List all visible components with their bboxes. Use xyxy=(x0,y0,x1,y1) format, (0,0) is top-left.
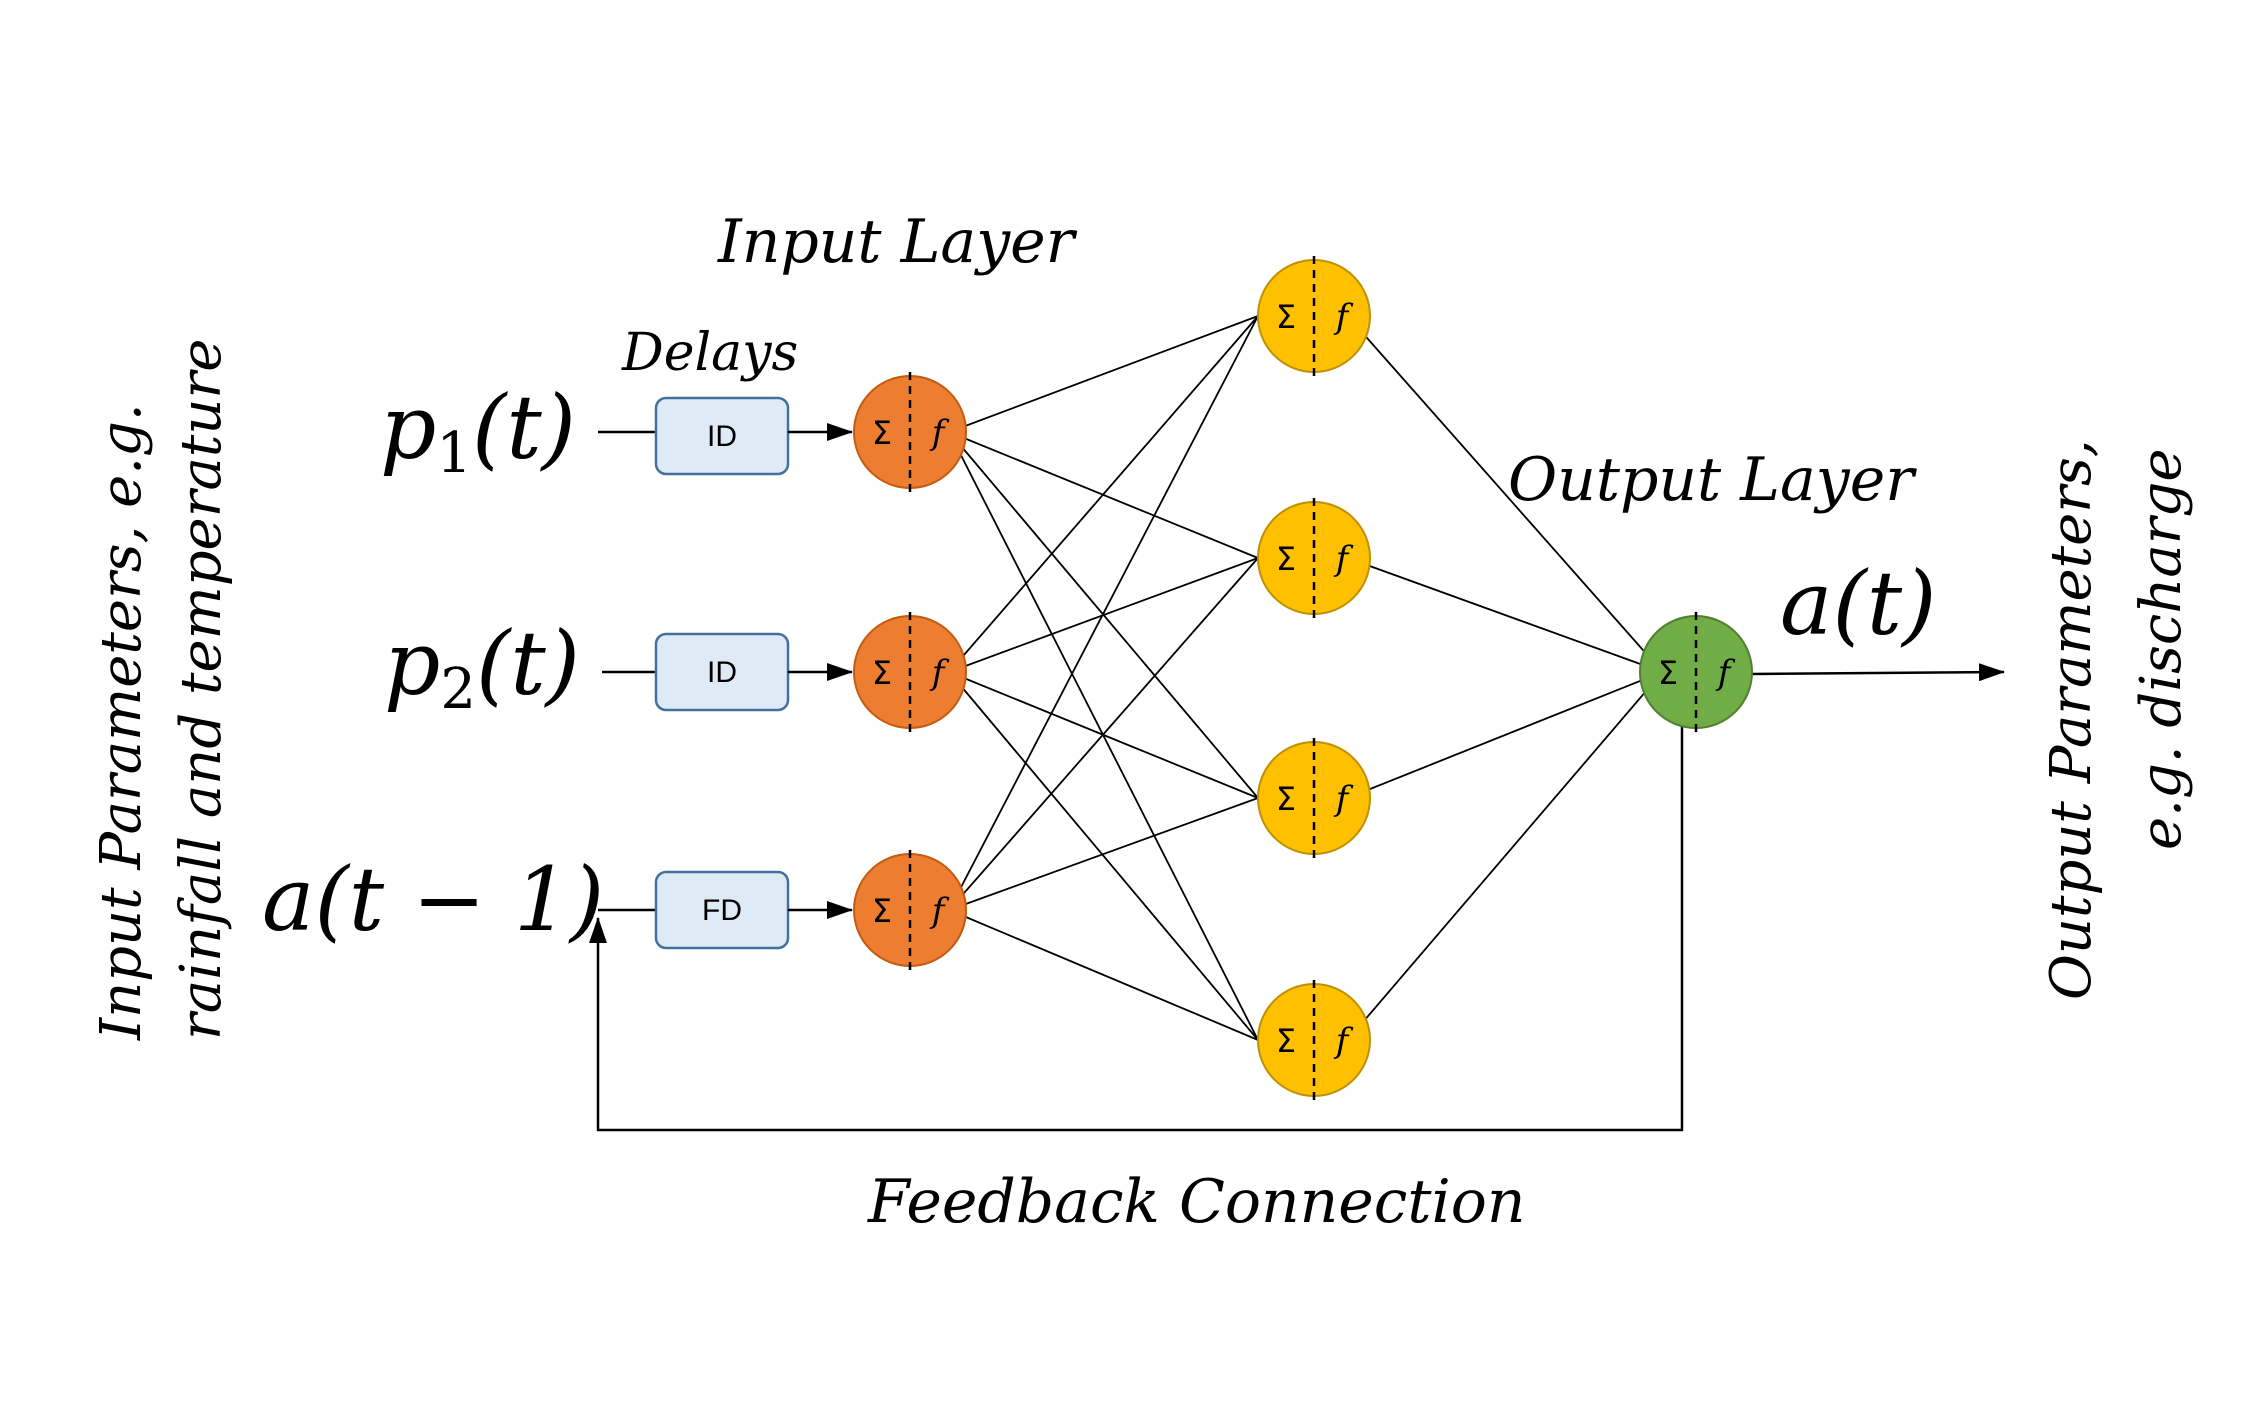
svg-text:a(t): a(t) xyxy=(1780,552,1937,655)
output-label: a(t) xyxy=(1780,552,1937,655)
input-parameters-line2: rainfall and temperature xyxy=(169,339,234,1040)
delay-box-feedback-text: FD xyxy=(702,894,742,927)
connection-hidden1-output xyxy=(1346,315,1664,673)
output-parameters-label: Output Parameters, e.g. discharge xyxy=(2039,439,2194,1000)
delay-box-p2-text: ID xyxy=(707,656,737,689)
delay-box-p1: ID xyxy=(598,396,853,476)
connection-input1-hidden1 xyxy=(948,315,1259,433)
input-feedback-name: a xyxy=(262,848,314,951)
connection-hidden3-output xyxy=(1347,671,1663,799)
svg-text:a(t − 1): a(t − 1) xyxy=(262,848,604,951)
input-node-3-sum-symbol: Σ xyxy=(872,892,892,930)
input-p2-name: p xyxy=(384,612,440,715)
input-p2-label: p2(t) xyxy=(384,612,580,722)
connection-input3-hidden4 xyxy=(948,909,1259,1041)
input-p1-name: p xyxy=(380,376,436,479)
output-arrow xyxy=(1751,663,2005,682)
input-p1-arg: (t) xyxy=(472,376,576,479)
output-layer-label: Output Layer xyxy=(1508,445,1917,515)
connection-input3-hidden3 xyxy=(948,797,1259,911)
input-node-2-sum-symbol: Σ xyxy=(872,654,892,692)
hidden-node-2-sum-symbol: Σ xyxy=(1276,540,1296,578)
connection-input2-hidden4 xyxy=(948,671,1259,1041)
output-arg: (t) xyxy=(1832,552,1936,655)
hidden-node-3-sum-symbol: Σ xyxy=(1276,780,1296,818)
input-p2-subscript: 2 xyxy=(440,657,476,722)
connection-hidden2-output xyxy=(1347,557,1663,673)
svg-text:p2(t): p2(t) xyxy=(384,612,580,722)
delay-box-feedback: FD xyxy=(598,870,853,950)
delay-box-p1-text: ID xyxy=(707,420,737,453)
connection-input3-hidden2 xyxy=(948,557,1259,911)
input-parameters-label: Input Parameters, e.g. rainfall and temp… xyxy=(89,339,234,1041)
input-node-1-sum-symbol: Σ xyxy=(872,414,892,452)
input-parameters-line1: Input Parameters, e.g. xyxy=(89,403,154,1041)
delays-label: Delays xyxy=(621,323,798,383)
connection-input2-hidden2 xyxy=(948,557,1259,673)
connection-input3-hidden1 xyxy=(948,315,1259,911)
connection-input1-hidden4 xyxy=(948,431,1259,1041)
feedback-connection-label: Feedback Connection xyxy=(867,1167,1525,1237)
output-name: a xyxy=(1780,552,1832,655)
hidden-node-4-sum-symbol: Σ xyxy=(1276,1022,1296,1060)
input-feedback-label: a(t − 1) xyxy=(262,848,604,951)
hidden-node-1-sum-symbol: Σ xyxy=(1276,298,1296,336)
connections-layer xyxy=(948,315,1664,1041)
feedback-path xyxy=(589,720,1684,1132)
delay-box-p2: ID xyxy=(602,632,853,712)
input-p1-subscript: 1 xyxy=(436,421,472,486)
output-parameters-line2: e.g. discharge xyxy=(2129,449,2194,850)
input-layer-label: Input Layer xyxy=(717,207,1078,277)
input-p1-label: p1(t) xyxy=(380,376,576,486)
connection-hidden4-output xyxy=(1346,671,1664,1041)
output-node-1-sum-symbol: Σ xyxy=(1658,654,1678,692)
input-p2-arg: (t) xyxy=(476,612,580,715)
connection-input2-hidden1 xyxy=(948,315,1259,673)
output-parameters-line1: Output Parameters, xyxy=(2039,439,2104,1000)
svg-text:p1(t): p1(t) xyxy=(380,376,576,486)
input-feedback-arg: (t − 1) xyxy=(314,848,604,951)
